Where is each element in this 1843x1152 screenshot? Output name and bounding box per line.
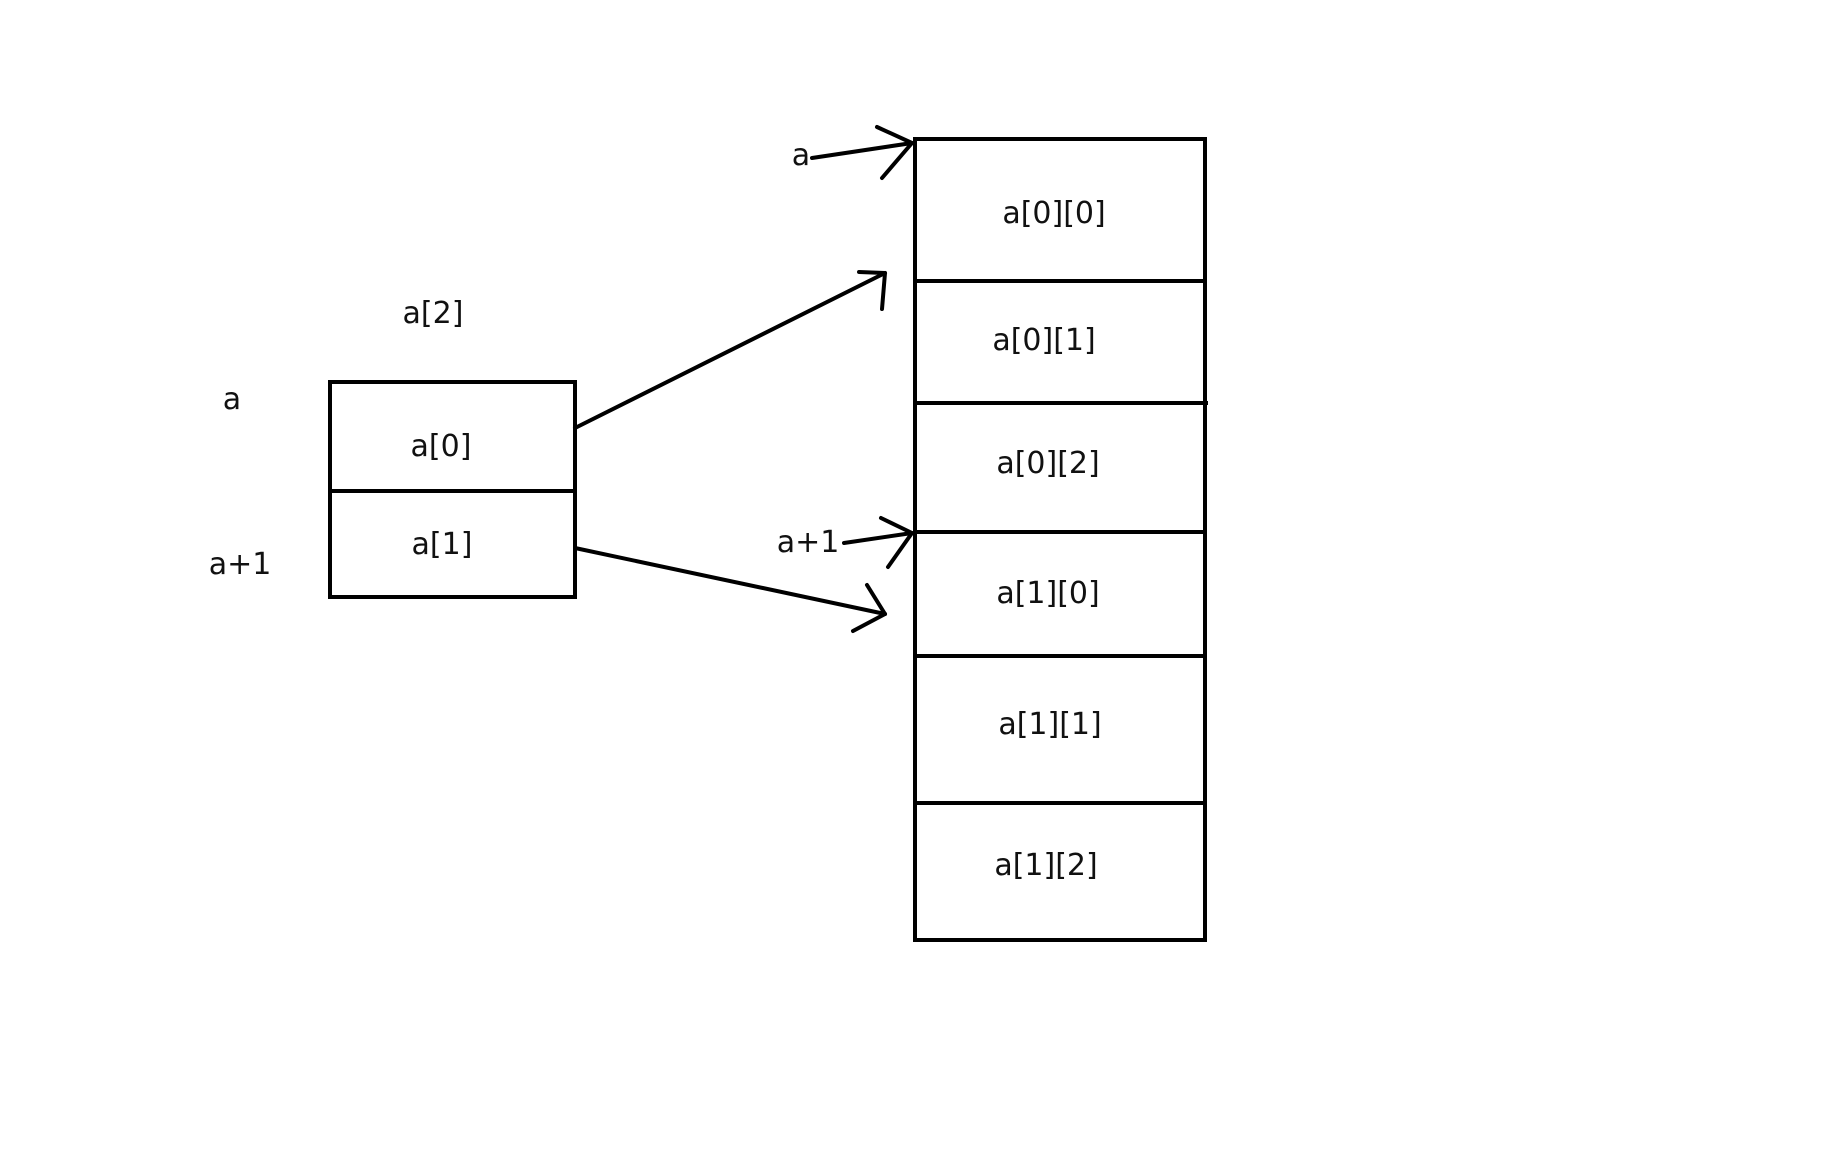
element-a00-label: a[0][0]	[1002, 196, 1105, 231]
arrow-a-to-a00	[810, 125, 914, 180]
element-a02-label: a[0][2]	[996, 446, 1099, 481]
row-cell-a0-label: a[0]	[411, 429, 472, 464]
arrow-a-plus-1-to-a10	[842, 516, 914, 569]
arrow-a0-to-a00	[573, 270, 887, 430]
element-a10-label: a[1][0]	[996, 576, 1099, 611]
arrow-a1-to-a10	[573, 546, 887, 633]
right-pointer-a-plus-1-label: a+1	[777, 525, 840, 560]
element-a01-label: a[0][1]	[992, 323, 1095, 358]
right-pointer-a-label: a	[792, 138, 810, 173]
row-cell-a1-label: a[1]	[412, 527, 473, 562]
element-a12-label: a[1][2]	[994, 848, 1097, 883]
array-name-label: a[2]	[403, 296, 464, 331]
element-array-box	[913, 137, 1207, 942]
left-pointer-a-plus-1-label: a+1	[209, 547, 272, 582]
element-a11-label: a[1][1]	[998, 707, 1101, 742]
left-pointer-a-label: a	[223, 382, 241, 417]
